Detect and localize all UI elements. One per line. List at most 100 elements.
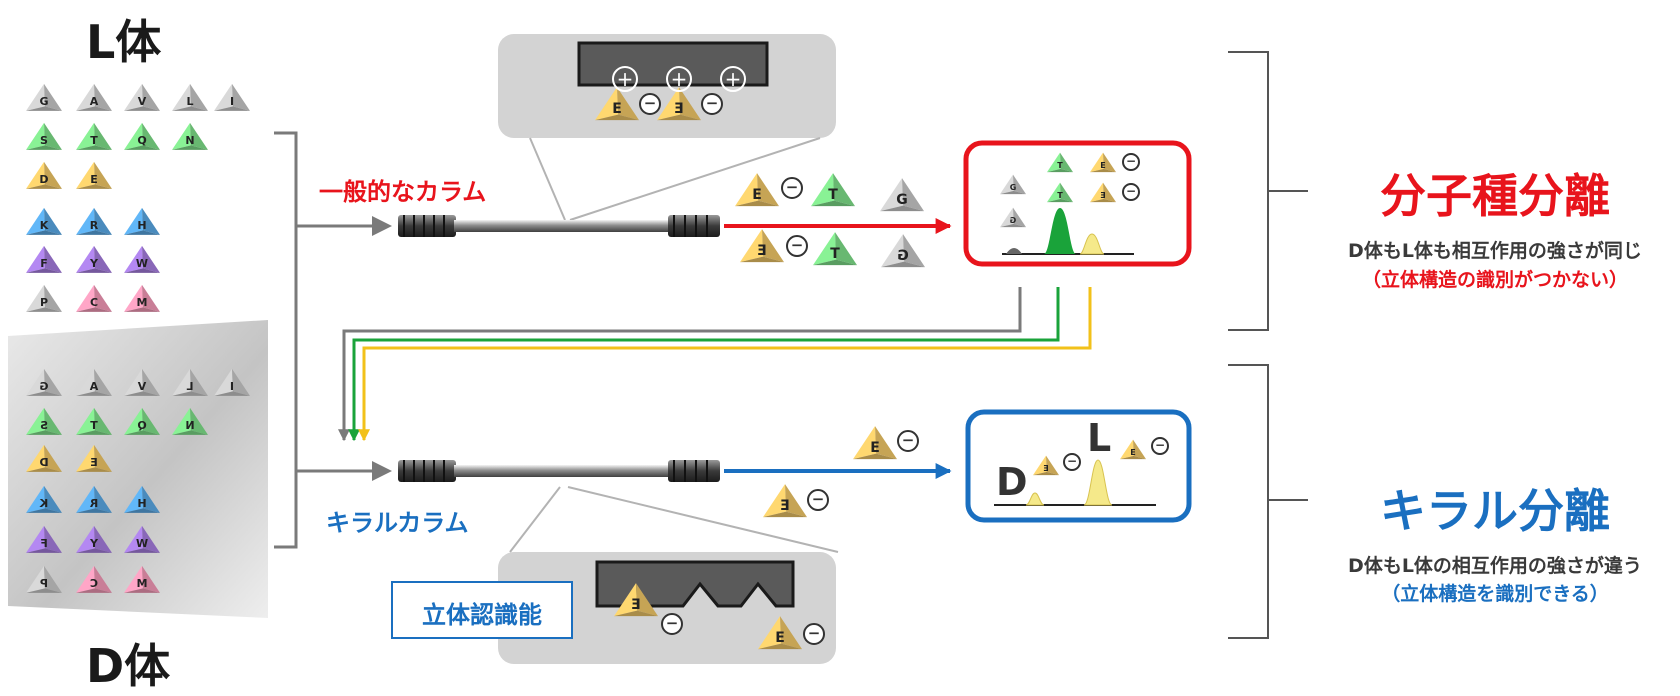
out-l-thr-icon-letter: T [828, 187, 838, 203]
svg-text:−: − [1067, 454, 1077, 468]
general-bracket [1228, 51, 1308, 331]
column-tube [454, 220, 674, 232]
l-amino-Q-icon: Q [124, 122, 160, 150]
out-d-thr-icon: T [813, 232, 857, 266]
l-amino-T-icon: T [76, 122, 112, 150]
yellow-trace [358, 287, 1092, 442]
zoom-l-glu-icon: E [595, 87, 639, 121]
l-amino-R-icon-letter: R [90, 219, 99, 232]
chiral-zoom-d-glu-icon-letter: E [631, 597, 641, 613]
chiral-result-title: キラル分離 [1380, 484, 1610, 538]
general-column-label: 一般的なカラム [319, 178, 487, 206]
l-amino-A-icon: A [76, 83, 112, 111]
chiral-out-d-glu-icon-letter: E [780, 498, 790, 514]
l-amino-D-icon-letter: D [39, 173, 48, 186]
chiral-res-l-glu-icon: E [1120, 439, 1146, 460]
res-l-glu-icon: E [1090, 152, 1116, 173]
l-amino-N-icon: N [172, 122, 208, 150]
chiral-result-note: （立体構造を識別できる） [1381, 583, 1609, 605]
res-d-thr-icon: T [1047, 182, 1073, 203]
d-amino-A-icon: A [76, 368, 112, 396]
chiral-zoom-l-glu-icon: E [758, 616, 802, 650]
d-amino-D-icon: D [26, 444, 62, 472]
d-amino-F-icon: F [26, 525, 62, 553]
l-amino-I-icon: I [214, 83, 250, 111]
glu-peak [1079, 233, 1105, 255]
zoom-d-glu-icon-letter: E [674, 101, 684, 117]
thr-peak [1044, 208, 1076, 254]
l-amino-L-icon: L [172, 83, 208, 111]
feedback-traces [338, 287, 1092, 442]
chiral-minus-1: − [897, 430, 919, 452]
l-form-heading: L体 [86, 15, 162, 69]
plus-charge-3: + [720, 66, 746, 92]
l-amino-P-icon: P [26, 284, 62, 312]
res-l-thr-icon-letter: T [1057, 161, 1063, 170]
outlet-fitting [668, 460, 720, 482]
out-d-glu-icon: E [740, 229, 784, 263]
l-amino-C-icon: C [76, 284, 112, 312]
svg-text:−: − [644, 94, 657, 112]
d-amino-L-icon: L [172, 368, 208, 396]
d-amino-M-icon: M [124, 565, 160, 593]
general-result-title: 分子種分離 [1380, 169, 1610, 223]
stereo-recognition-box [391, 581, 573, 639]
d-amino-E-icon: E [76, 444, 112, 472]
chiral-chromatogram [994, 459, 1156, 506]
chiral-minus-2: − [807, 489, 829, 511]
d-amino-Q-icon-letter: Q [137, 419, 146, 432]
l-amino-A-icon-letter: A [90, 95, 99, 108]
out-l-thr-icon: T [811, 173, 855, 207]
general-column [398, 215, 720, 237]
l-amino-T-icon-letter: T [90, 134, 98, 147]
svg-text:−: − [706, 94, 719, 112]
d-amino-S-icon: S [26, 407, 62, 435]
d-amino-T-icon-letter: T [90, 419, 98, 432]
res-minus-2: − [1122, 183, 1140, 201]
chiral-out-l-glu-icon: E [853, 426, 897, 460]
d-amino-R-icon-letter: R [89, 497, 98, 510]
d-amino-V-icon-letter: V [137, 380, 146, 393]
d-amino-H-icon: H [124, 485, 160, 513]
d-peak-label: D [996, 460, 1028, 504]
l-amino-Y-icon-letter: Y [89, 257, 99, 270]
chiral-stationary-phase [595, 560, 795, 608]
out-d-gly-icon: G [881, 234, 925, 268]
l-amino-K-icon: K [26, 207, 62, 235]
l-amino-I-icon-letter: I [230, 95, 234, 108]
general-chromatogram [1002, 208, 1134, 255]
l-amino-K-icon-letter: K [40, 219, 49, 232]
general-column-zoom [498, 34, 836, 221]
chiral-zoom-minus-1: − [661, 613, 683, 635]
l-amino-L-icon-letter: L [186, 95, 193, 108]
d-amino-I-icon: I [214, 368, 250, 396]
l-amino-V-icon: V [124, 83, 160, 111]
chiral-zoom-d-glu-icon: E [614, 583, 658, 617]
l-amino-S-icon-letter: S [40, 134, 48, 147]
d-amino-G-icon-letter: G [39, 380, 48, 393]
d-amino-I-icon-letter: I [230, 380, 234, 393]
d-amino-P-icon: P [26, 565, 62, 593]
plus-charge-1: + [612, 66, 638, 92]
chiral-zoom-minus-2: − [803, 623, 825, 645]
l-amino-D-icon: D [26, 161, 62, 189]
svg-text:−: − [786, 178, 799, 196]
d-amino-P-icon-letter: P [40, 577, 48, 590]
l-peak [1083, 459, 1113, 506]
gly-peak [1006, 248, 1022, 254]
chiral-out-l-glu-icon-letter: E [870, 440, 880, 456]
d-amino-T-icon: T [76, 407, 112, 435]
res-minus-1: − [1122, 153, 1140, 171]
stereo-recognition-label: 立体認識能 [422, 601, 542, 629]
zoom-minus-2: − [701, 93, 723, 115]
out-l-glu-icon-letter: E [752, 187, 762, 203]
d-amino-V-icon: V [124, 368, 160, 396]
chiral-res-l-glu-icon-letter: E [1130, 448, 1135, 457]
d-amino-C-icon-letter: C [90, 577, 98, 590]
chiral-zoom-l-glu-icon-letter: E [775, 630, 785, 646]
general-result-note: （立体構造の識別がつかない） [1361, 269, 1628, 291]
l-amino-R-icon: R [76, 207, 112, 235]
res-d-gly-icon-letter: G [1010, 216, 1017, 225]
